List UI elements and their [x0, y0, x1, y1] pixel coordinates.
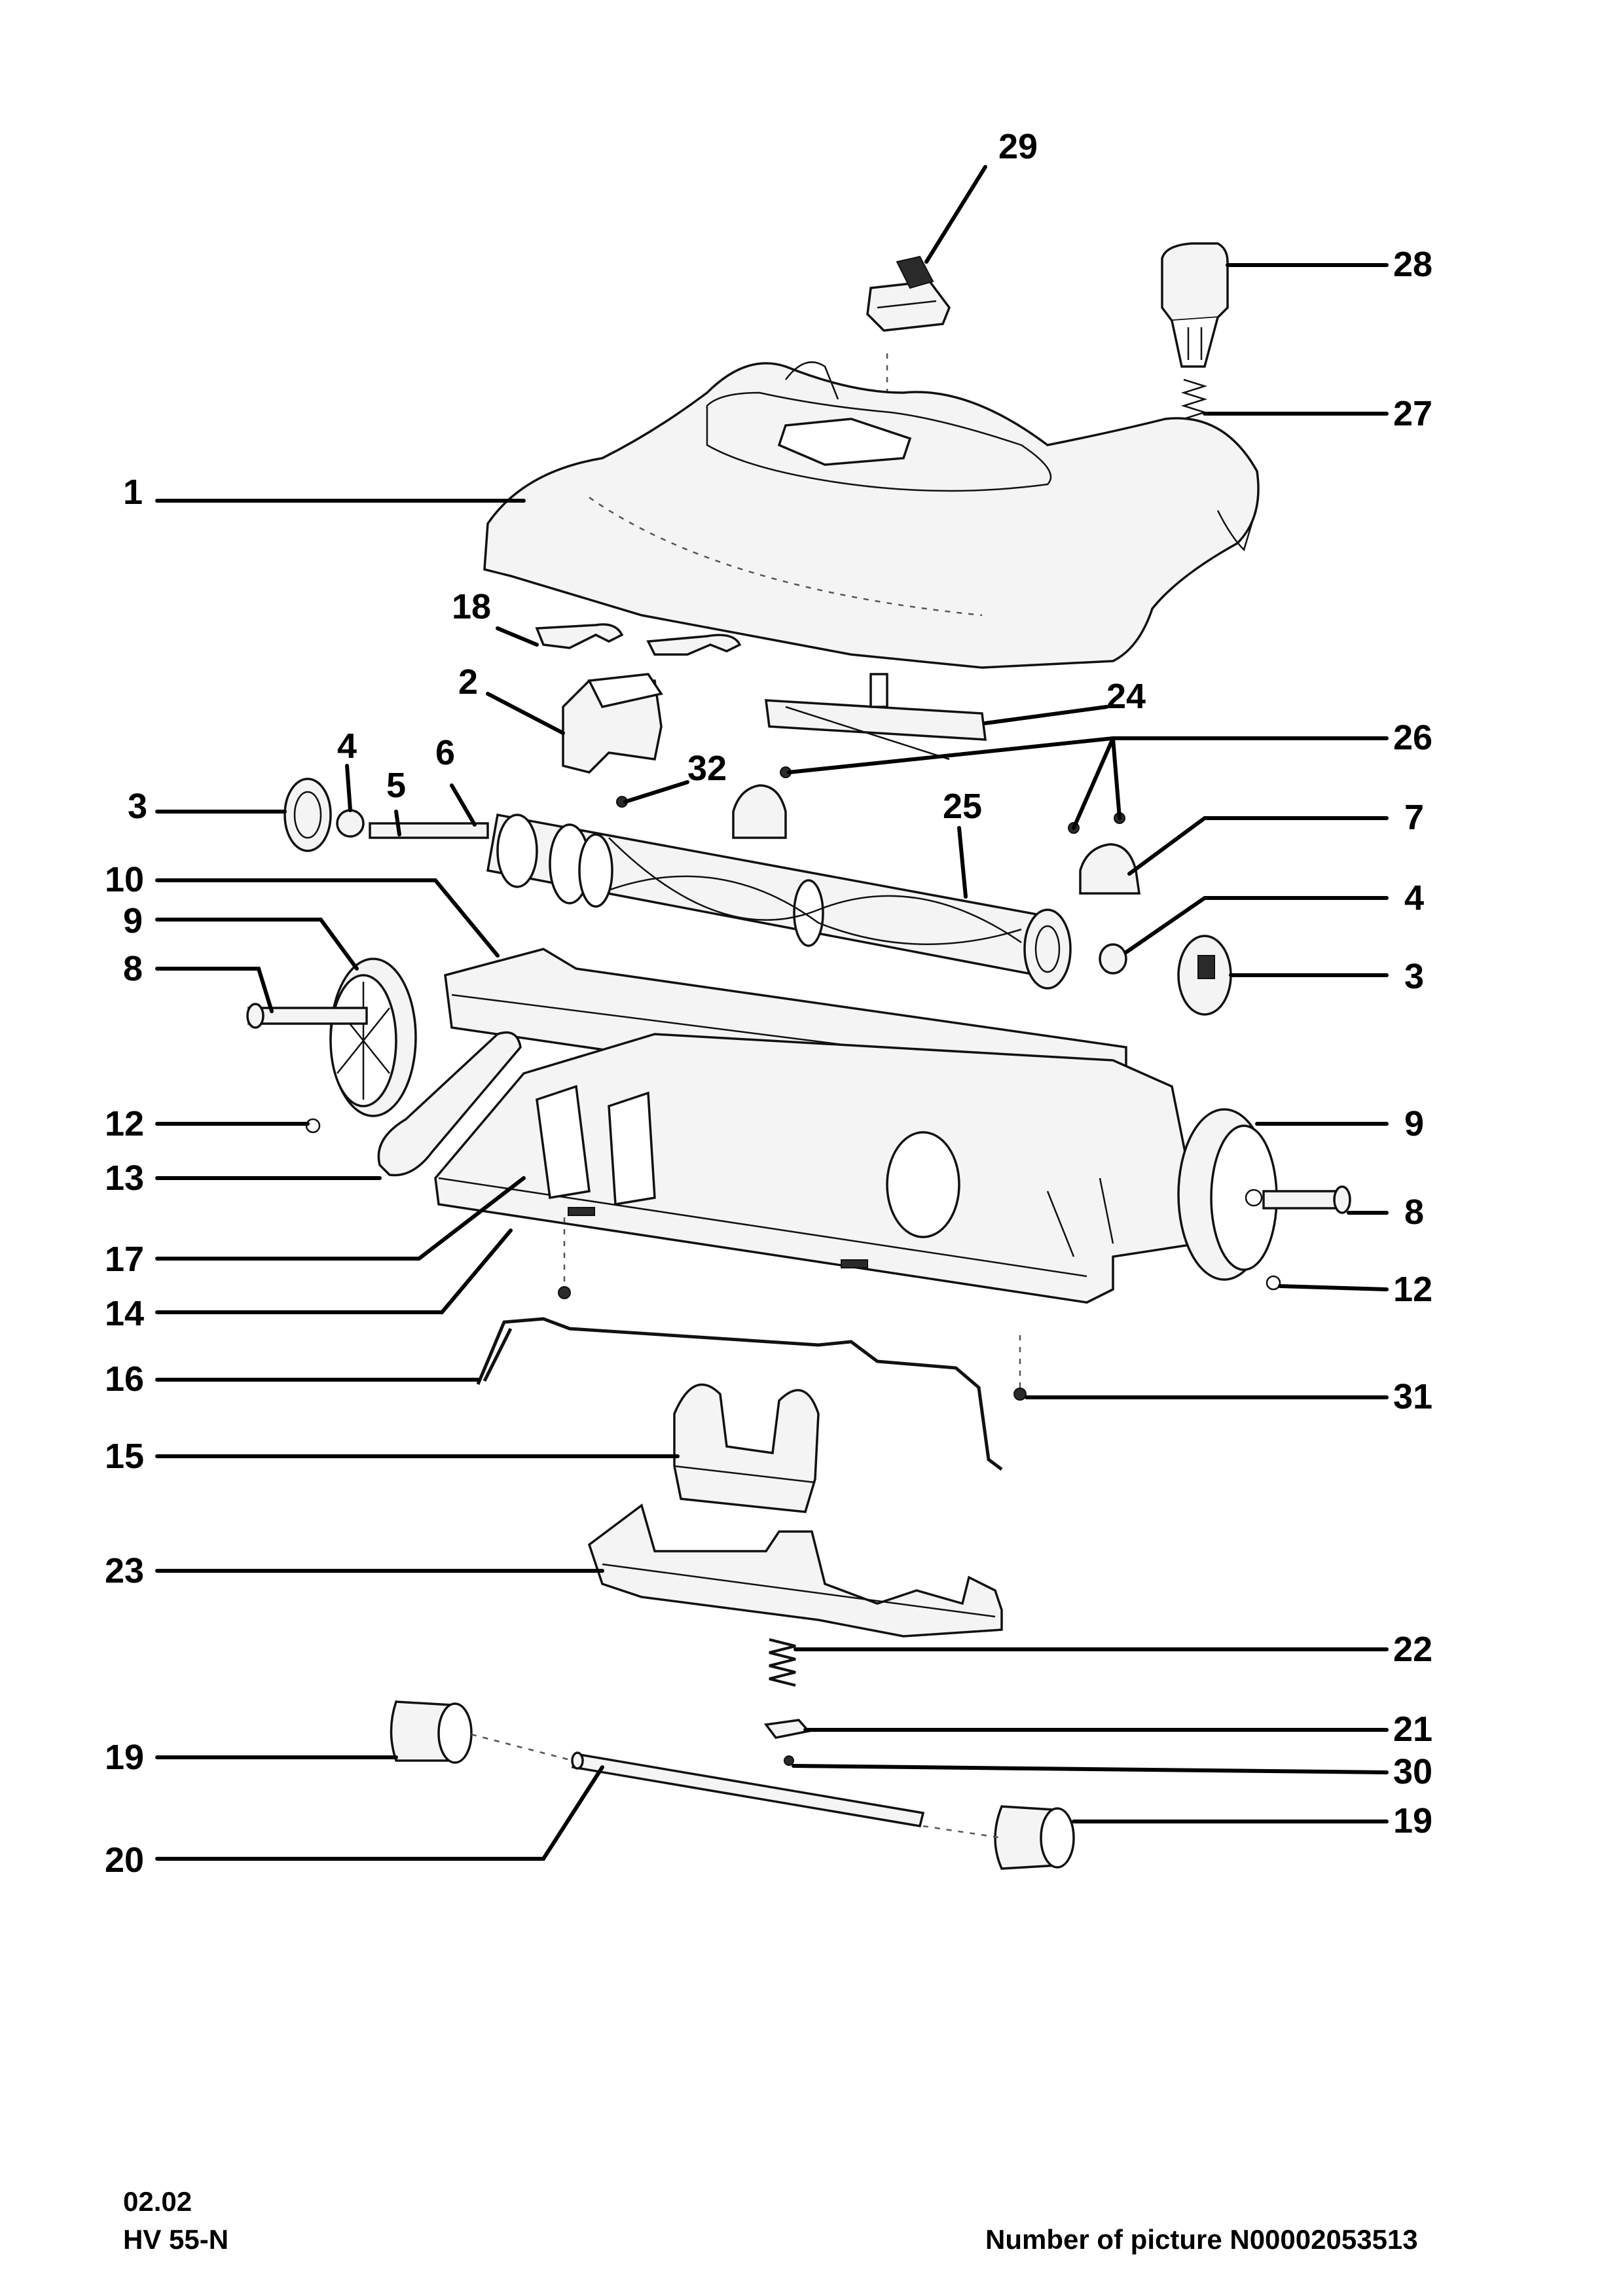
callout-17: 17	[105, 1240, 144, 1279]
part-9-wheel-left	[329, 958, 417, 1117]
part-29-latch	[866, 255, 951, 332]
callout-3-right: 3	[1404, 957, 1424, 996]
part-8-axle-right	[1262, 1185, 1351, 1214]
part-24-bar	[765, 673, 987, 761]
part-19-roller-right	[994, 1805, 1075, 1870]
callout-14: 14	[105, 1294, 144, 1333]
part-19-roller-left	[390, 1700, 473, 1764]
part-9-wheel-right	[1177, 1108, 1278, 1281]
callout-21: 21	[1393, 1710, 1432, 1749]
callout-9-right: 9	[1404, 1104, 1424, 1143]
callout-8-left: 8	[123, 949, 143, 988]
callout-28: 28	[1393, 245, 1432, 284]
callout-19-right: 19	[1393, 1801, 1432, 1840]
callout-32: 32	[687, 749, 727, 788]
callout-13: 13	[105, 1158, 144, 1198]
callout-2: 2	[458, 662, 478, 702]
part-23-lower-frame	[587, 1503, 1003, 1638]
part-4-washer-right	[1099, 943, 1127, 975]
callout-18: 18	[452, 587, 491, 626]
callout-24: 24	[1106, 677, 1146, 716]
part-18-clips	[535, 623, 742, 656]
part-2-bracket	[562, 673, 663, 774]
part-30-screw	[784, 1755, 794, 1766]
leader-lines	[155, 165, 1389, 1861]
callout-4-left: 4	[337, 726, 357, 766]
callout-15: 15	[105, 1437, 144, 1476]
part-25-brush-roller	[486, 813, 1072, 990]
part-4-washer-left	[336, 809, 365, 838]
callout-16: 16	[105, 1359, 144, 1399]
part-3-end-cap-left	[283, 778, 332, 852]
callout-7: 7	[1404, 798, 1424, 837]
callout-1: 1	[123, 473, 143, 512]
callout-4-right: 4	[1404, 878, 1424, 918]
part-15-holder	[673, 1383, 820, 1513]
callout-numbers: 29 28 27 1 18 2 24 26 32 4 5 6 25 3 7 10…	[105, 127, 1432, 1880]
callout-22: 22	[1393, 1630, 1432, 1669]
callout-25: 25	[943, 787, 982, 826]
part-12-clip-right	[1266, 1275, 1281, 1291]
part-1-top-cover	[483, 361, 1260, 669]
part-12-clip-left	[305, 1118, 321, 1134]
part-13-belt	[377, 1031, 522, 1177]
part-28-handle-socket	[1161, 242, 1229, 368]
part-3-end-cap-right	[1177, 935, 1232, 1016]
callout-8-right: 8	[1404, 1193, 1424, 1232]
part-5-pin	[369, 822, 489, 839]
callout-3-left: 3	[128, 787, 147, 826]
part-22-spring	[769, 1638, 796, 1687]
callout-27: 27	[1393, 394, 1432, 433]
footer-date: 02.02	[123, 2186, 192, 2217]
screw-under-base	[558, 1286, 571, 1299]
callout-23: 23	[105, 1551, 144, 1590]
callout-19-left: 19	[105, 1738, 144, 1777]
footer-picture-number: Number of picture N00002053513	[985, 2224, 1418, 2255]
part-31-screw	[1013, 1388, 1027, 1401]
part-16-rod	[476, 1317, 1003, 1471]
part-8-axle-left	[246, 1003, 368, 1029]
callout-10: 10	[105, 860, 144, 899]
callout-20: 20	[105, 1840, 144, 1880]
callout-31: 31	[1393, 1377, 1432, 1416]
callout-5: 5	[386, 766, 406, 805]
callout-29: 29	[998, 127, 1038, 166]
callout-30: 30	[1393, 1752, 1432, 1791]
footer-model: HV 55-N	[123, 2224, 229, 2255]
callout-9-left: 9	[123, 901, 143, 941]
part-14-base-housing	[434, 1033, 1199, 1304]
callout-26: 26	[1393, 718, 1432, 757]
part-21-plate	[763, 1719, 811, 1739]
callout-12-left: 12	[105, 1104, 144, 1143]
callout-6: 6	[435, 733, 455, 772]
part-26-holders	[732, 766, 1141, 895]
part-20-axle	[571, 1751, 925, 1827]
callout-12-right: 12	[1393, 1270, 1432, 1309]
